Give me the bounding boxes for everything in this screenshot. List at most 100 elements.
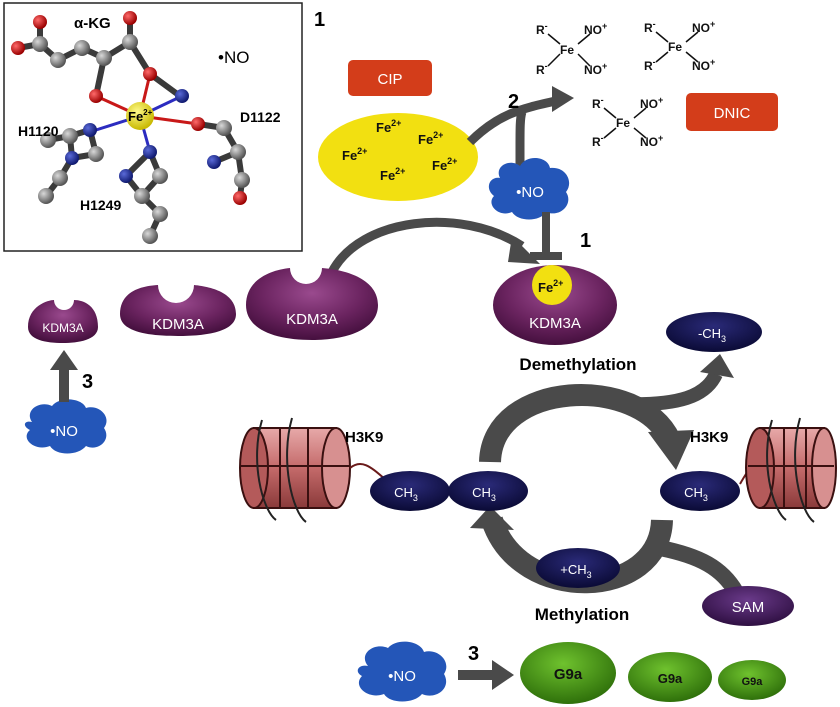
methyl-group <box>448 471 528 511</box>
dnic-pathway: 2 R- R- Fe NO+ NO+ R- R- <box>466 19 778 175</box>
no-label: •NO <box>388 668 416 685</box>
akg-label: α-KG <box>74 15 111 32</box>
nucleosome-right <box>739 417 837 523</box>
histone-left: H3K9 CH3 CH3 <box>239 417 528 523</box>
active-site-inset: Fe2+ α-KG •NO H1120 D1122 H1249 1 <box>3 2 325 252</box>
svg-text:KDM3A: KDM3A <box>286 311 338 328</box>
svg-text:R-: R- <box>592 95 604 111</box>
d1122-label: D1122 <box>240 109 281 125</box>
h1120-label: H1120 <box>18 123 59 139</box>
nucleosome-left <box>239 417 387 523</box>
arrow-head <box>648 430 694 470</box>
arrow-head <box>492 660 514 690</box>
svg-text:NO+: NO+ <box>584 61 607 77</box>
kdm3a-small: KDM3A <box>28 300 98 343</box>
methyl-label: CH3 <box>472 485 496 503</box>
svg-text:Fe2+: Fe2+ <box>538 278 563 295</box>
demethylation-arrow <box>479 384 681 464</box>
dnic-badge <box>686 93 778 131</box>
methylation-cycle: Demethylation -CH3 +CH3 SAM Methylation <box>470 312 794 626</box>
cip-badge <box>348 60 432 96</box>
svg-text:R-: R- <box>536 21 548 37</box>
g9a-large <box>520 642 616 704</box>
dnic-label: DNIC <box>714 105 751 122</box>
no-cloud <box>357 641 447 702</box>
step-3-label-bottom: 3 <box>468 643 479 665</box>
fe-ion: Fe2+ <box>432 156 457 173</box>
no-label: •NO <box>50 423 78 440</box>
arrow-head <box>508 236 540 264</box>
demethylation-label: Demethylation <box>519 355 636 374</box>
no-label: •NO <box>516 184 544 201</box>
released-methyl-label: -CH3 <box>698 326 726 344</box>
histone-right: H3K9 CH3 <box>660 417 837 523</box>
svg-text:G9a: G9a <box>658 671 683 686</box>
no-cloud-center: •NO 1 <box>488 157 591 260</box>
fe-ion: Fe2+ <box>380 166 405 183</box>
methyl-group <box>660 471 740 511</box>
dnic-structure-3: R- R- Fe NO+ NO+ <box>592 95 663 149</box>
released-methyl <box>666 312 762 352</box>
kdm3a-active: Fe2+ KDM3A <box>493 265 617 345</box>
fe-ions: Fe2+ Fe2+ Fe2+ Fe2+ Fe2+ <box>342 118 457 183</box>
arrow-head <box>50 350 78 370</box>
methyl-group <box>370 471 450 511</box>
fe-atom <box>126 102 154 130</box>
sam-feed-arrow <box>658 540 743 597</box>
sam <box>702 586 794 626</box>
svg-text:R-: R- <box>536 61 548 77</box>
svg-text:R-: R- <box>644 57 656 73</box>
svg-text:NO+: NO+ <box>584 21 607 37</box>
svg-text:R-: R- <box>644 19 656 35</box>
step-1-label: 1 <box>580 230 591 252</box>
arrow-shaft <box>59 370 69 402</box>
no-to-kdm3a-left: •NO 3 <box>24 350 107 454</box>
svg-text:NO+: NO+ <box>640 95 663 111</box>
g9a-medium <box>628 652 712 702</box>
svg-text:Fe: Fe <box>560 43 574 57</box>
no-cloud <box>24 399 107 454</box>
h1249-label: H1249 <box>80 197 121 213</box>
molecule-atoms <box>11 11 250 244</box>
step-2-label: 2 <box>508 91 519 113</box>
arrow-shaft <box>458 670 492 680</box>
fe-ion: Fe2+ <box>418 130 443 147</box>
kdm3a-large: KDM3A <box>246 268 378 340</box>
labile-iron-pool <box>318 113 478 201</box>
svg-text:NO+: NO+ <box>692 57 715 73</box>
step-3-label-left: 3 <box>82 371 93 393</box>
arrow-fe-to-dnic <box>466 95 562 146</box>
step-1-label-top: 1 <box>314 9 325 31</box>
svg-text:Fe: Fe <box>668 40 682 54</box>
methyl-label: CH3 <box>394 485 418 503</box>
no-joining-arrow <box>515 110 527 175</box>
fe-ion: Fe2+ <box>342 146 367 163</box>
kdm3a-series: KDM3A KDM3A KDM3A Fe2+ KDM3A <box>28 217 617 345</box>
inset-fe-label: Fe2+ <box>128 108 153 124</box>
kdm3a-fe-site <box>532 265 572 305</box>
h3k9-label-right: H3K9 <box>690 429 728 446</box>
arrow-head <box>470 506 514 530</box>
methyl-release-arrow <box>619 370 723 412</box>
g9a-small <box>718 660 786 700</box>
arrow-head <box>552 86 574 112</box>
added-methyl <box>536 548 620 588</box>
fe-ion: Fe2+ <box>376 118 401 135</box>
cip-group: CIP Fe2+ Fe2+ Fe2+ Fe2+ Fe2+ <box>318 60 478 201</box>
svg-text:NO+: NO+ <box>640 133 663 149</box>
no-to-g9a: •NO 3 G9a G9a G9a <box>357 641 786 704</box>
inset-no-label: •NO <box>218 48 249 67</box>
dnic-structure-2: R- R- Fe NO+ NO+ <box>644 19 715 73</box>
no-cloud <box>488 157 570 220</box>
svg-text:G9a: G9a <box>554 666 583 683</box>
svg-text:KDM3A: KDM3A <box>42 321 83 335</box>
methylation-label: Methylation <box>535 605 629 624</box>
kdm3a-medium: KDM3A <box>120 285 236 336</box>
cip-label: CIP <box>377 71 402 88</box>
methyl-label: CH3 <box>684 485 708 503</box>
h3k9-label-left: H3K9 <box>345 429 383 446</box>
arrow-to-active-kdm3a <box>328 217 525 275</box>
svg-text:KDM3A: KDM3A <box>529 315 581 332</box>
svg-text:R-: R- <box>592 133 604 149</box>
